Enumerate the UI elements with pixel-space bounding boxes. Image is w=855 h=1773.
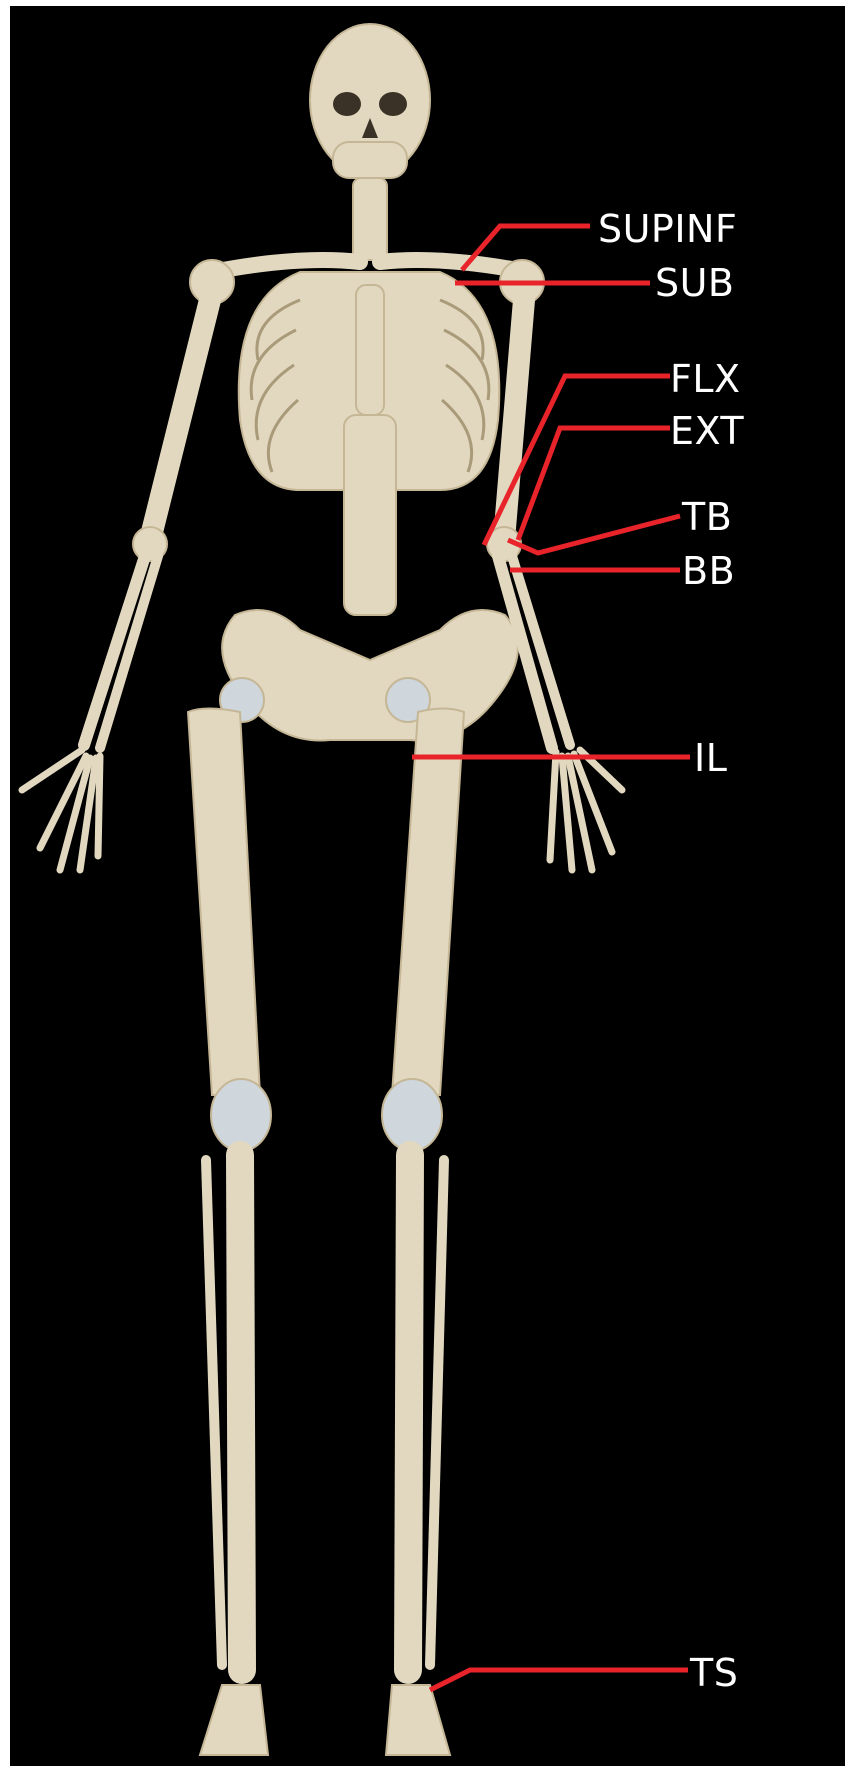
- label-sub: SUB: [655, 261, 735, 305]
- label-ext: EXT: [670, 409, 744, 453]
- label-tb: TB: [682, 495, 732, 539]
- right-tibia: [408, 1155, 410, 1670]
- sternum: [356, 285, 384, 415]
- lumbar-spine: [344, 415, 396, 615]
- left-tibia: [240, 1155, 242, 1670]
- cervical-spine: [353, 178, 387, 260]
- label-ts: TS: [690, 1651, 738, 1695]
- label-il: IL: [694, 736, 727, 780]
- label-supinf: SUPINF: [598, 207, 737, 251]
- left-kneecap: [211, 1079, 271, 1151]
- left-eye-socket: [333, 92, 361, 116]
- right-eye-socket: [379, 92, 407, 116]
- jaw: [333, 142, 407, 178]
- label-flx: FLX: [670, 357, 741, 401]
- label-bb: BB: [682, 549, 735, 593]
- right-kneecap: [382, 1079, 442, 1151]
